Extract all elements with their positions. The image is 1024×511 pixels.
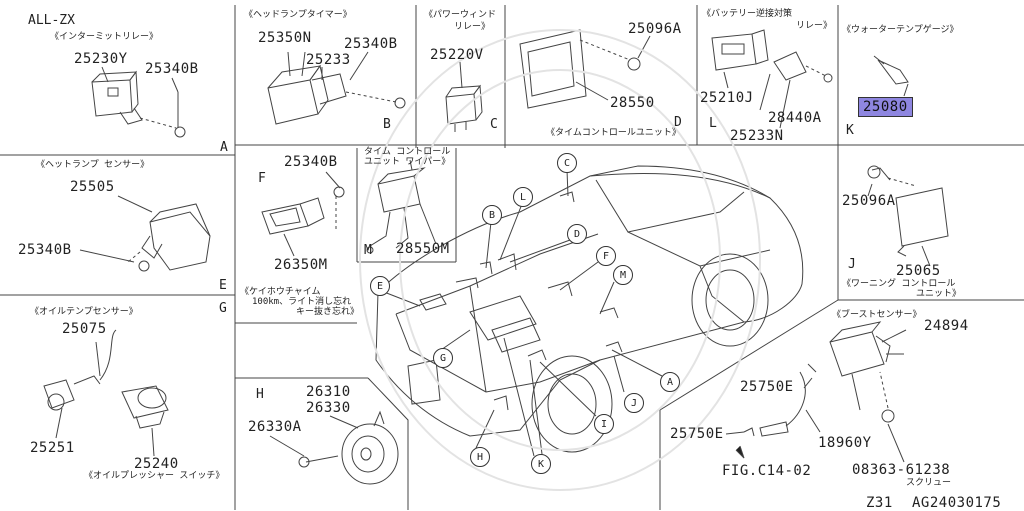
panel-c-letter: C	[490, 117, 498, 132]
callout-e[interactable]: E	[370, 276, 390, 296]
panel-l-title2: リレー》	[796, 21, 833, 31]
panel-l-letter: L	[709, 116, 717, 131]
panel-g-title: 《オイルテンプセンサー》	[30, 307, 138, 317]
part-25233[interactable]: 25233	[306, 52, 351, 68]
fig-reference[interactable]: FIG.C14-02	[722, 463, 812, 479]
panel-k-letter: K	[846, 123, 854, 138]
panel-b-letter: B	[383, 117, 391, 132]
callout-h[interactable]: H	[470, 447, 490, 467]
part-25075[interactable]: 25075	[62, 321, 107, 337]
panel-a-title: 《インターミットリレー》	[50, 32, 159, 42]
callout-c[interactable]: C	[557, 153, 577, 173]
part-25340B-b[interactable]: 25340B	[344, 36, 398, 52]
part-24894[interactable]: 24894	[924, 318, 969, 334]
part-25210J[interactable]: 25210J	[700, 90, 754, 106]
panel-d-letter: D	[674, 115, 682, 130]
panel-l-title: 《バッテリー逆接対策	[702, 9, 793, 19]
panel-f-caption3: キー抜き忘れ》	[296, 307, 360, 317]
model-label: ALL-ZX	[28, 13, 75, 28]
part-25096A-j[interactable]: 25096A	[842, 193, 896, 209]
part-25220V[interactable]: 25220V	[430, 47, 484, 63]
panel-c-title: 《パワーウィンド	[424, 10, 497, 20]
part-25505[interactable]: 25505	[70, 179, 115, 195]
part-25340B-f[interactable]: 25340B	[284, 154, 338, 170]
callout-j[interactable]: J	[624, 393, 644, 413]
panel-j-letter: J	[848, 257, 856, 272]
panel-k-title: 《ウォーターテンプゲージ》	[842, 25, 959, 35]
part-18960Y[interactable]: 18960Y	[818, 435, 872, 451]
part-25096A-d[interactable]: 25096A	[628, 21, 682, 37]
callout-b[interactable]: B	[482, 205, 502, 225]
part-28550[interactable]: 28550	[610, 95, 655, 111]
part-25340B-e[interactable]: 25340B	[18, 242, 72, 258]
panel-g-caption: 《オイルプレッシャー スイッチ》	[84, 471, 225, 481]
panel-f-letter: F	[258, 171, 266, 186]
panel-j-caption1: 《ワーニング コントロール	[842, 279, 956, 289]
callout-m[interactable]: M	[613, 265, 633, 285]
part-28440A[interactable]: 28440A	[768, 110, 822, 126]
panel-c-title2: リレー》	[454, 22, 491, 32]
callout-d[interactable]: D	[567, 224, 587, 244]
panel-e-letter: E	[219, 278, 227, 293]
panel-d-title: 《タイムコントロールユニット》	[546, 128, 681, 138]
part-25750E-lower[interactable]: 25750E	[670, 426, 724, 442]
panel-m-letter: M	[364, 243, 372, 258]
callout-g[interactable]: G	[433, 348, 453, 368]
panel-g-letter: G	[219, 301, 227, 316]
panel-f-caption2: 100km、ライト消し忘れ	[252, 297, 352, 307]
panel-m-title: タイム コントロール	[364, 147, 451, 157]
footer-code: Z31	[866, 495, 893, 511]
panel-e-title: 《ヘットランプ センサー》	[36, 160, 150, 170]
panel-h-letter: H	[256, 387, 264, 402]
part-25233N[interactable]: 25233N	[730, 128, 784, 144]
part-26350M[interactable]: 26350M	[274, 257, 328, 273]
part-25240[interactable]: 25240	[134, 456, 179, 472]
panel-b-title: 《ヘッドランプタイマー》	[244, 10, 352, 20]
part-25065[interactable]: 25065	[896, 263, 941, 279]
part-28550M[interactable]: 28550M	[396, 241, 450, 257]
callout-l[interactable]: L	[513, 187, 533, 207]
footer-figure-id: AG24030175	[912, 495, 1002, 511]
part-26310[interactable]: 26310	[306, 384, 351, 400]
callout-k[interactable]: K	[531, 454, 551, 474]
part-25340B-a[interactable]: 25340B	[145, 61, 199, 77]
part-25750E-upper[interactable]: 25750E	[740, 379, 794, 395]
callout-i[interactable]: I	[594, 414, 614, 434]
part-26330A[interactable]: 26330A	[248, 419, 302, 435]
part-25080-highlighted[interactable]: 25080	[858, 97, 913, 117]
part-25350N[interactable]: 25350N	[258, 30, 312, 46]
callout-f[interactable]: F	[596, 246, 616, 266]
boost-title: 《ブーストセンサー》	[832, 310, 922, 320]
part-26330[interactable]: 26330	[306, 400, 351, 416]
panel-m-title2: ユニット ワイパー》	[364, 157, 451, 167]
panel-a-letter: A	[220, 140, 228, 155]
callout-a[interactable]: A	[660, 372, 680, 392]
part-08363-61238[interactable]: 08363-61238	[852, 462, 951, 478]
screw-label: スクリュー	[906, 478, 952, 488]
part-25230Y[interactable]: 25230Y	[74, 51, 128, 67]
panel-j-caption2: ユニット》	[916, 289, 962, 299]
part-25251[interactable]: 25251	[30, 440, 75, 456]
panel-f-caption1: 《ケイホウチャイム	[240, 287, 321, 297]
